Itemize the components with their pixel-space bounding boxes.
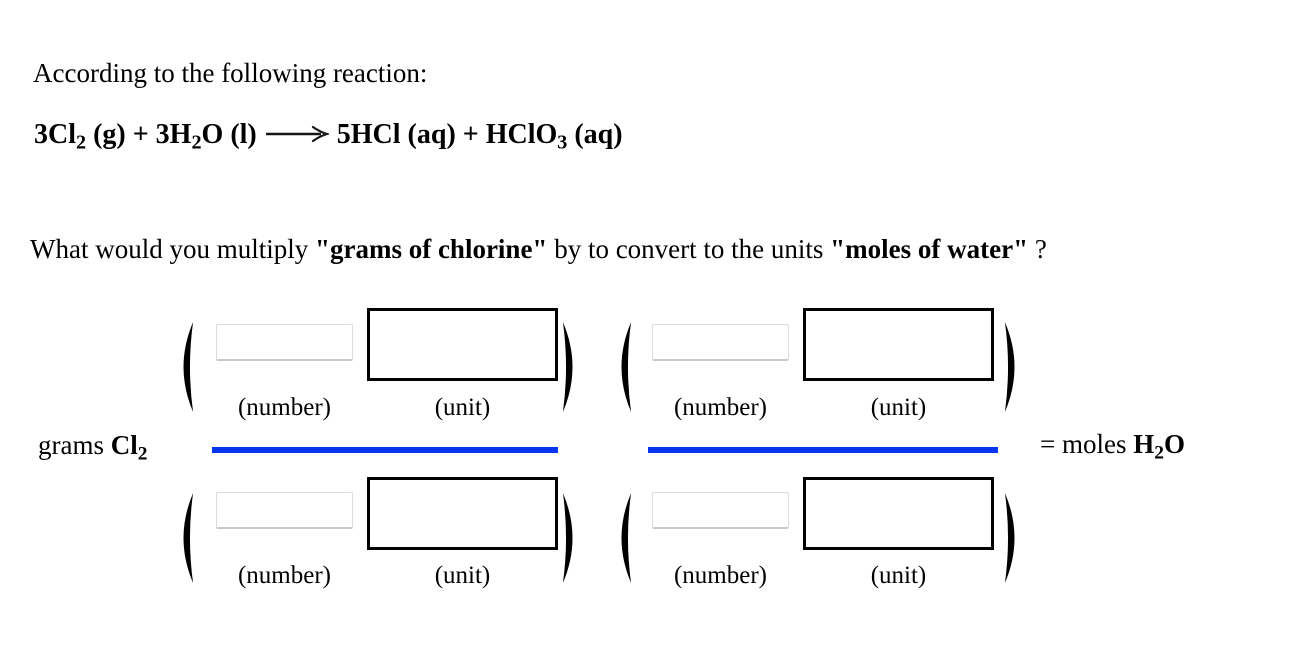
open-paren-icon — [183, 492, 194, 584]
question-segment: ? — [1028, 234, 1047, 264]
h2o-formula: H — [1133, 429, 1155, 459]
grams-label-text: grams — [38, 430, 111, 460]
reaction-reactants: (g) + 3H — [86, 119, 192, 150]
close-paren-icon — [1004, 492, 1015, 584]
intro-text: According to the following reaction: — [33, 58, 428, 88]
number-caption: (number) — [673, 394, 768, 421]
grams-cl2-label: grams Cl2 — [38, 430, 148, 465]
reaction-reactants: 3Cl — [34, 119, 76, 150]
close-paren-icon — [562, 321, 573, 413]
question-segment: by to convert to the units — [547, 234, 831, 264]
fraction-bar — [212, 447, 558, 453]
subscript: 2 — [137, 443, 148, 465]
reaction-arrow-icon — [265, 125, 331, 142]
question-from-units: "grams of chlorine" — [314, 234, 548, 264]
reaction-products: 5HCl (aq) + HClO — [336, 119, 558, 150]
number-caption: (number) — [237, 394, 332, 421]
cl2-formula: Cl — [110, 430, 138, 460]
reaction-reactants: O (l) — [201, 119, 257, 150]
unit-caption: (unit) — [434, 394, 491, 421]
fraction-bar — [648, 447, 998, 453]
close-paren-icon — [1004, 321, 1015, 413]
unit-caption: (unit) — [870, 562, 927, 589]
subscript: 3 — [557, 131, 568, 154]
h2o-formula: O — [1163, 429, 1185, 459]
unit-caption: (unit) — [434, 562, 491, 589]
factor2-denominator-unit-box[interactable] — [803, 477, 994, 550]
factor1-denominator-unit-box[interactable] — [367, 477, 558, 550]
factor1-denominator-number-input[interactable] — [216, 492, 353, 529]
number-caption: (number) — [673, 562, 768, 589]
equals-moles-h2o-label: = moles H2O — [1040, 429, 1185, 464]
close-paren-icon — [562, 492, 573, 584]
factor2-denominator-number-input[interactable] — [652, 492, 789, 529]
subscript: 2 — [76, 131, 87, 154]
open-paren-icon — [621, 492, 632, 584]
factor1-numerator-unit-box[interactable] — [367, 308, 558, 381]
question-to-units: "moles of water" — [830, 234, 1029, 264]
factor1-numerator-number-input[interactable] — [216, 324, 353, 361]
moles-label-text: = moles — [1040, 429, 1134, 459]
reaction-equation: 3Cl2 (g) + 3H2O (l)5HCl (aq) + HClO3 (aq… — [34, 119, 623, 154]
reaction-products: (aq) — [567, 119, 623, 150]
factor2-numerator-number-input[interactable] — [652, 324, 789, 361]
unit-caption: (unit) — [870, 394, 927, 421]
question-segment: What would you multiply — [30, 234, 315, 264]
question-text: What would you multiply "grams of chlori… — [30, 234, 1047, 265]
open-paren-icon — [183, 321, 194, 413]
subscript: 2 — [191, 131, 202, 154]
number-caption: (number) — [237, 562, 332, 589]
subscript: 2 — [1154, 442, 1164, 464]
factor2-numerator-unit-box[interactable] — [803, 308, 994, 381]
open-paren-icon — [621, 321, 632, 413]
